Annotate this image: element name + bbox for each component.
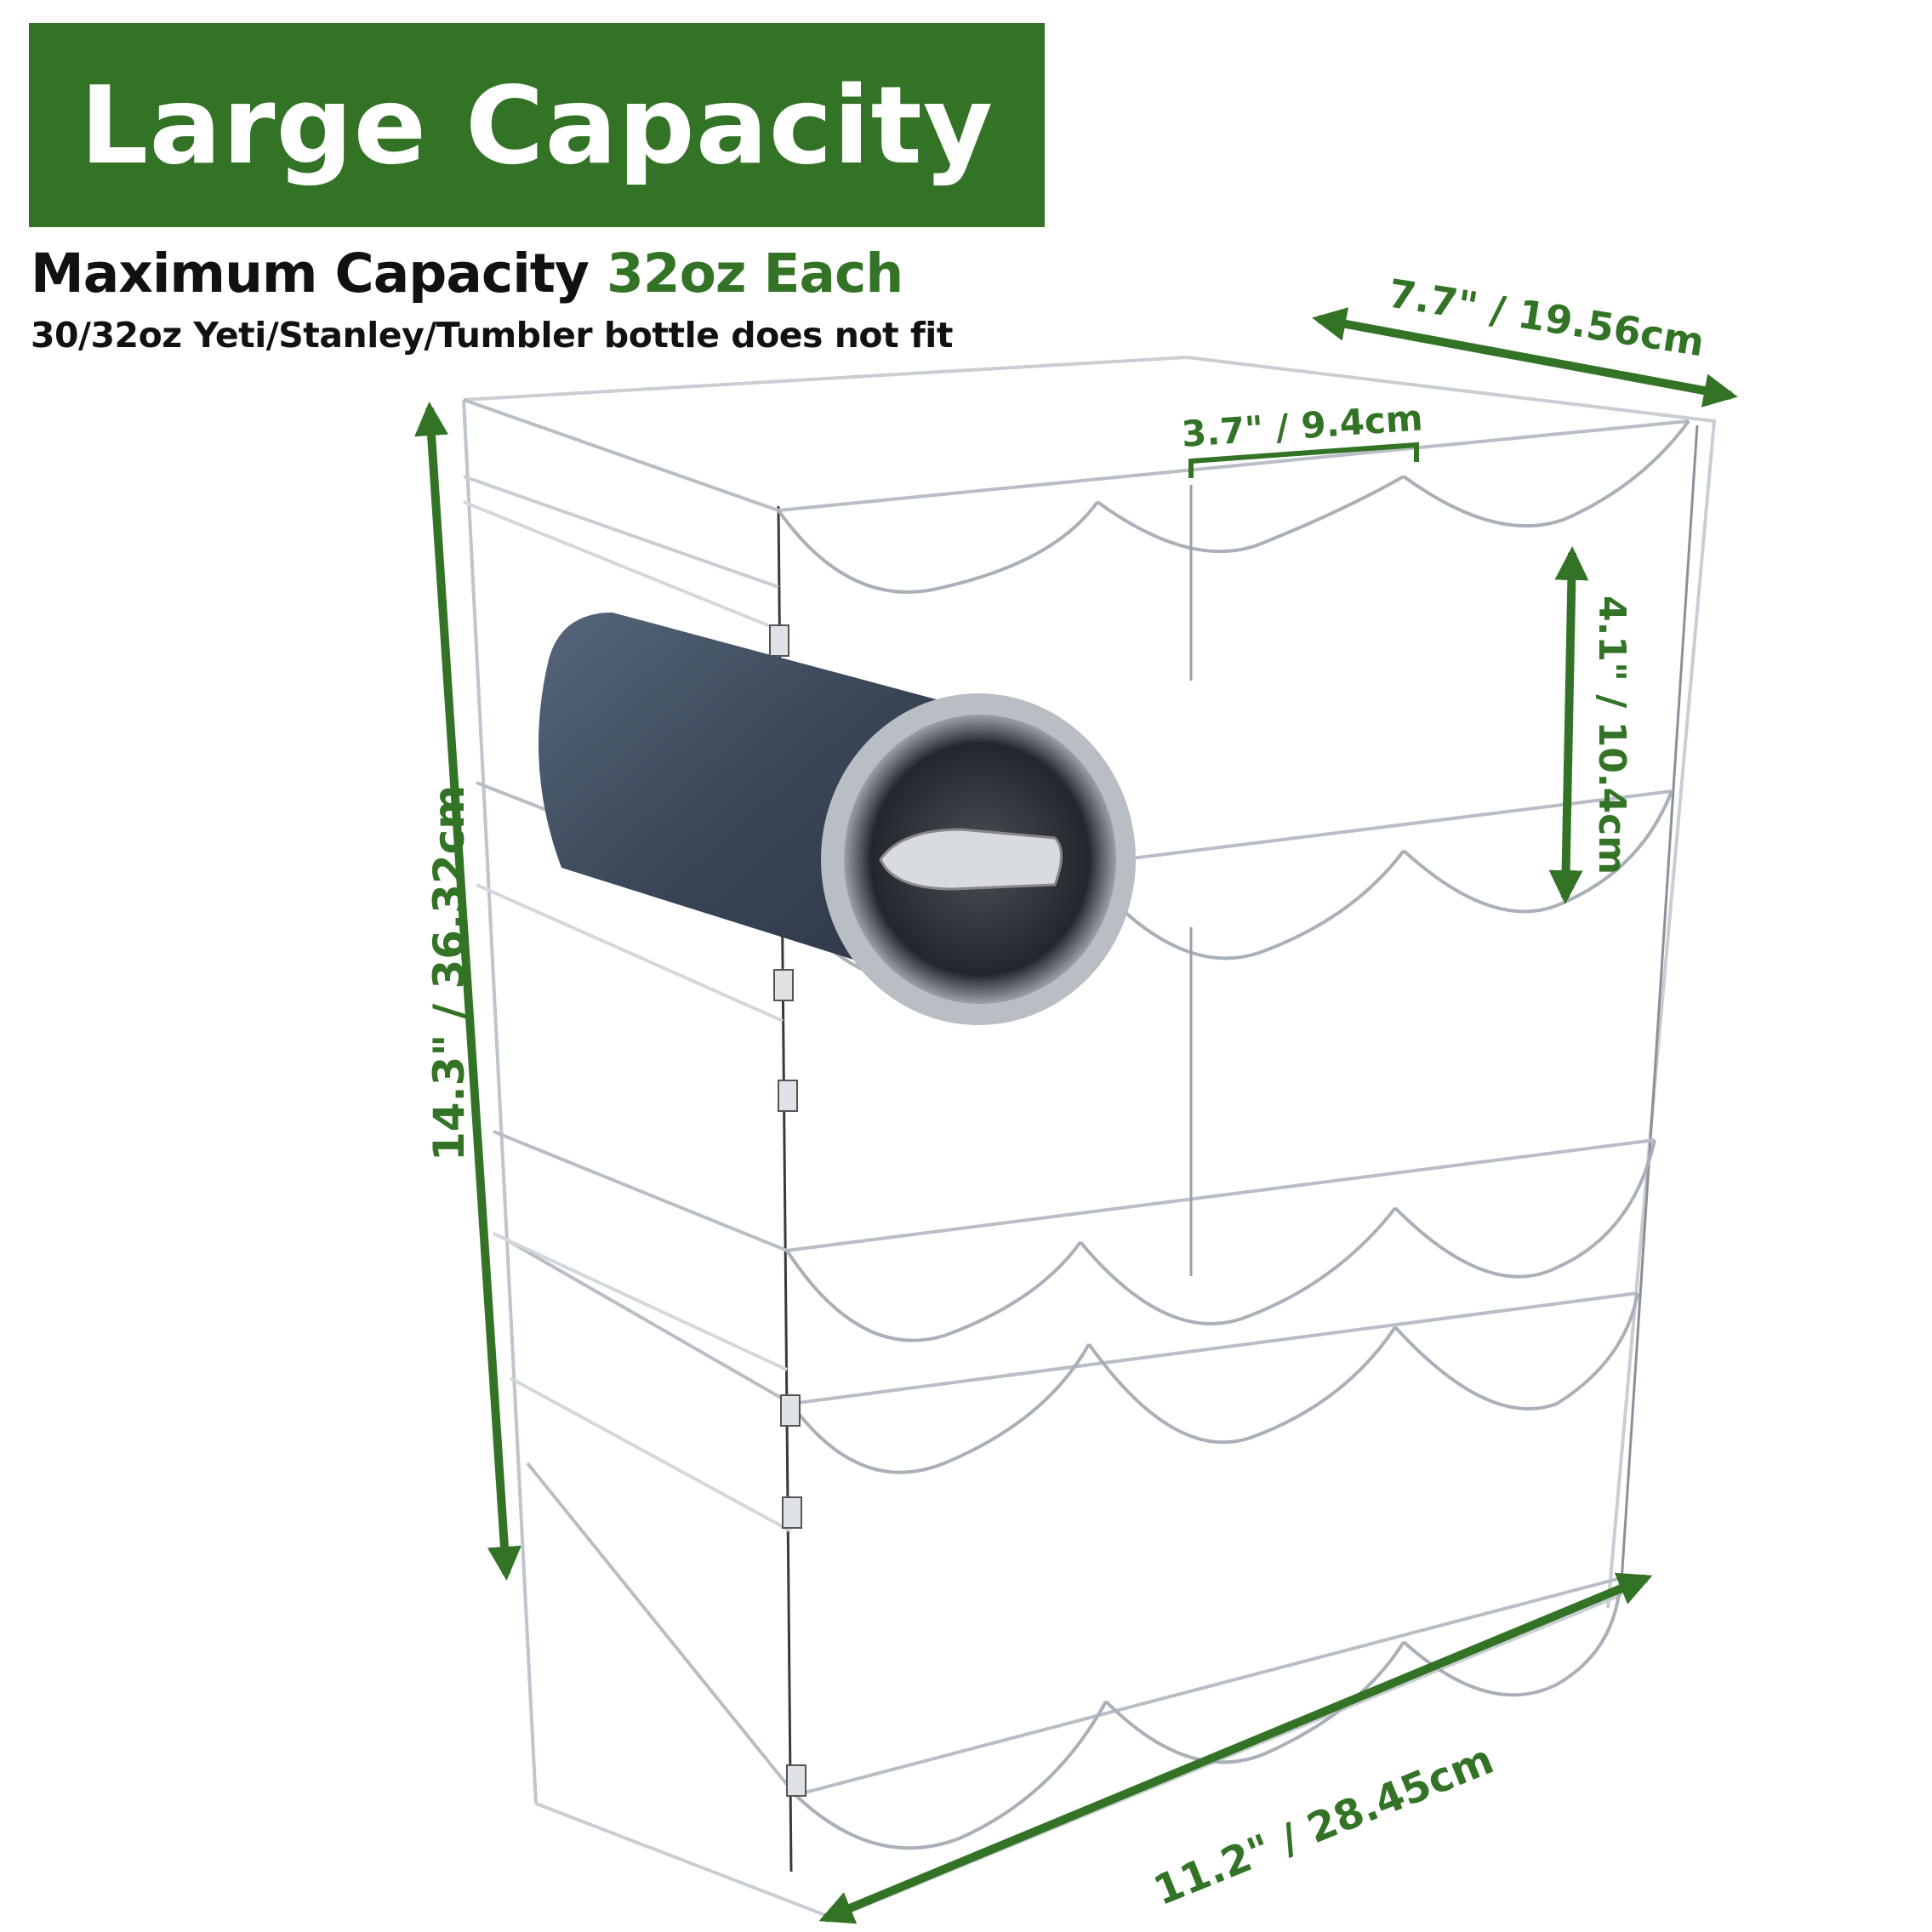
height-label: 14.3" / 36.32cm bbox=[425, 785, 474, 1161]
banner-title: Large Capacity bbox=[80, 62, 994, 188]
wine-rack bbox=[462, 355, 1717, 1921]
dimension-markers bbox=[414, 307, 1738, 1924]
slot-width-bracket bbox=[1188, 442, 1419, 478]
depth-arrow bbox=[1312, 307, 1738, 407]
capacity-value: 32oz Each bbox=[606, 242, 903, 305]
capacity-line: Maximum Capacity 32oz Each bbox=[31, 242, 903, 305]
width-arrow bbox=[818, 1572, 1653, 1924]
depth-label: 7.7" / 19.56cm bbox=[1385, 271, 1707, 366]
capacity-label: Maximum Capacity bbox=[31, 242, 590, 305]
title-banner: Large Capacity bbox=[29, 23, 1045, 227]
slot-height-label: 4.1" / 10.4cm bbox=[1590, 596, 1633, 875]
tumbler-bottle bbox=[539, 613, 1136, 1025]
height-arrow bbox=[414, 402, 521, 1581]
slot-height-arrow bbox=[1548, 546, 1589, 904]
fit-note: 30/32oz Yeti/Stanley/Tumbler bottle does… bbox=[31, 315, 953, 356]
